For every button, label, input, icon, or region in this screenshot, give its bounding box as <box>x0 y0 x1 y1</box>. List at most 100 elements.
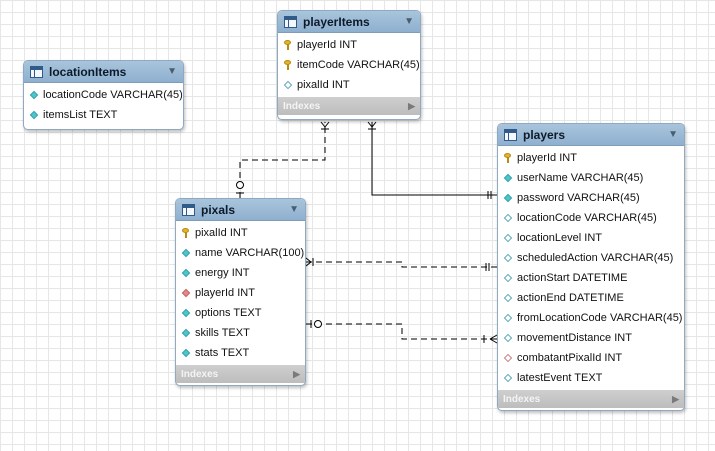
column-text: locationCode VARCHAR(45) <box>43 89 183 101</box>
table-playerItems[interactable]: playerItems ▼ playerId INT itemCode VARCH… <box>277 10 421 120</box>
indexes-label: Indexes <box>283 100 321 112</box>
column-row[interactable]: locationLevel INT <box>498 228 684 248</box>
relationship-players-pixals-combatant[interactable] <box>306 320 498 344</box>
table-name: pixals <box>201 202 236 217</box>
column-text: fromLocationCode VARCHAR(45) <box>517 312 683 324</box>
column-text: actionStart DATETIME <box>517 272 628 284</box>
column-diamond-icon <box>181 308 191 318</box>
primary-key-icon <box>283 40 293 50</box>
column-row[interactable]: movementDistance INT <box>498 328 684 348</box>
column-text: stats TEXT <box>195 347 250 359</box>
table-header[interactable]: pixals ▼ <box>176 199 305 221</box>
column-row[interactable]: userName VARCHAR(45) <box>498 168 684 188</box>
column-text: options TEXT <box>195 307 262 319</box>
expand-arrow-icon[interactable]: ▶ <box>672 393 679 404</box>
column-row[interactable]: pixalId INT <box>176 223 305 243</box>
column-row[interactable]: actionStart DATETIME <box>498 268 684 288</box>
table-pixals[interactable]: pixals ▼ pixalId INT name VARCHAR(100) ene… <box>175 198 306 386</box>
table-players[interactable]: players ▼ playerId INT userName VARCHAR(4… <box>497 123 685 411</box>
nullable-column-diamond-icon <box>503 333 513 343</box>
relationship-players-playerItems[interactable] <box>367 121 497 199</box>
column-row[interactable]: itemCode VARCHAR(45) <box>278 55 420 75</box>
primary-key-icon <box>503 153 513 163</box>
nullable-column-diamond-icon <box>503 313 513 323</box>
table-name: locationItems <box>49 64 127 79</box>
indexes-section[interactable]: Indexes ▶ <box>278 97 420 115</box>
column-row[interactable]: pixalId INT <box>278 75 420 95</box>
nullable-column-diamond-icon <box>503 253 513 263</box>
table-name: playerItems <box>303 14 370 29</box>
column-text: playerId INT <box>297 39 357 51</box>
column-text: combatantPixalId INT <box>517 352 623 364</box>
column-text: playerId INT <box>195 287 255 299</box>
column-text: password VARCHAR(45) <box>517 192 640 204</box>
column-text: name VARCHAR(100) <box>195 247 305 259</box>
column-text: locationCode VARCHAR(45) <box>517 212 657 224</box>
column-row[interactable]: skills TEXT <box>176 323 305 343</box>
column-row[interactable]: stats TEXT <box>176 343 305 363</box>
table-icon <box>284 15 297 28</box>
nullable-column-diamond-icon <box>503 213 513 223</box>
table-header[interactable]: locationItems ▼ <box>24 61 183 83</box>
indexes-section[interactable]: Indexes ▶ <box>176 365 305 383</box>
nullable-column-diamond-icon <box>283 80 293 90</box>
column-diamond-icon <box>181 248 191 258</box>
column-diamond-icon <box>181 348 191 358</box>
collapse-arrow-icon[interactable]: ▼ <box>404 16 414 27</box>
table-header[interactable]: players ▼ <box>498 124 684 146</box>
table-name: players <box>523 127 566 142</box>
column-text: energy INT <box>195 267 250 279</box>
column-diamond-icon <box>181 268 191 278</box>
column-text: itemsList TEXT <box>43 109 118 121</box>
column-row[interactable]: itemsList TEXT <box>24 105 183 125</box>
table-header[interactable]: playerItems ▼ <box>278 11 420 33</box>
primary-key-icon <box>181 228 191 238</box>
nullable-foreign-key-diamond-icon <box>503 353 513 363</box>
column-diamond-icon <box>503 193 513 203</box>
collapse-arrow-icon[interactable]: ▼ <box>289 204 299 215</box>
foreign-key-diamond-icon <box>181 288 191 298</box>
column-row[interactable]: combatantPixalId INT <box>498 348 684 368</box>
column-row[interactable]: password VARCHAR(45) <box>498 188 684 208</box>
column-text: actionEnd DATETIME <box>517 292 624 304</box>
column-row[interactable]: energy INT <box>176 263 305 283</box>
nullable-column-diamond-icon <box>503 293 513 303</box>
column-row[interactable]: fromLocationCode VARCHAR(45) <box>498 308 684 328</box>
table-icon <box>504 128 517 141</box>
column-diamond-icon <box>29 90 39 100</box>
column-text: itemCode VARCHAR(45) <box>297 59 420 71</box>
relationship-pixals-playerItems[interactable] <box>236 121 330 198</box>
relationship-pixals-players-playerId[interactable] <box>305 257 497 271</box>
nullable-column-diamond-icon <box>503 233 513 243</box>
column-row[interactable]: playerId INT <box>498 148 684 168</box>
table-locationItems[interactable]: locationItems ▼ locationCode VARCHAR(45)… <box>23 60 184 130</box>
column-list: locationCode VARCHAR(45) itemsList TEXT <box>24 83 183 127</box>
column-text: userName VARCHAR(45) <box>517 172 644 184</box>
column-list: pixalId INT name VARCHAR(100) energy INT pl… <box>176 221 305 365</box>
column-row[interactable]: name VARCHAR(100) <box>176 243 305 263</box>
collapse-arrow-icon[interactable]: ▼ <box>668 129 678 140</box>
indexes-section[interactable]: Indexes ▶ <box>498 390 684 408</box>
expand-arrow-icon[interactable]: ▶ <box>408 100 415 111</box>
expand-arrow-icon[interactable]: ▶ <box>293 368 300 379</box>
indexes-label: Indexes <box>503 393 541 405</box>
column-row[interactable]: locationCode VARCHAR(45) <box>24 85 183 105</box>
column-row[interactable]: actionEnd DATETIME <box>498 288 684 308</box>
column-text: latestEvent TEXT <box>517 372 603 384</box>
column-row[interactable]: playerId INT <box>176 283 305 303</box>
collapse-arrow-icon[interactable]: ▼ <box>167 66 177 77</box>
column-row[interactable]: scheduledAction VARCHAR(45) <box>498 248 684 268</box>
column-text: locationLevel INT <box>517 232 602 244</box>
column-row[interactable]: latestEvent TEXT <box>498 368 684 388</box>
column-diamond-icon <box>181 328 191 338</box>
column-text: skills TEXT <box>195 327 250 339</box>
table-icon <box>30 65 43 78</box>
column-text: scheduledAction VARCHAR(45) <box>517 252 674 264</box>
column-list: playerId INT userName VARCHAR(45) password… <box>498 146 684 390</box>
column-diamond-icon <box>29 110 39 120</box>
column-row[interactable]: options TEXT <box>176 303 305 323</box>
column-row[interactable]: playerId INT <box>278 35 420 55</box>
column-row[interactable]: locationCode VARCHAR(45) <box>498 208 684 228</box>
